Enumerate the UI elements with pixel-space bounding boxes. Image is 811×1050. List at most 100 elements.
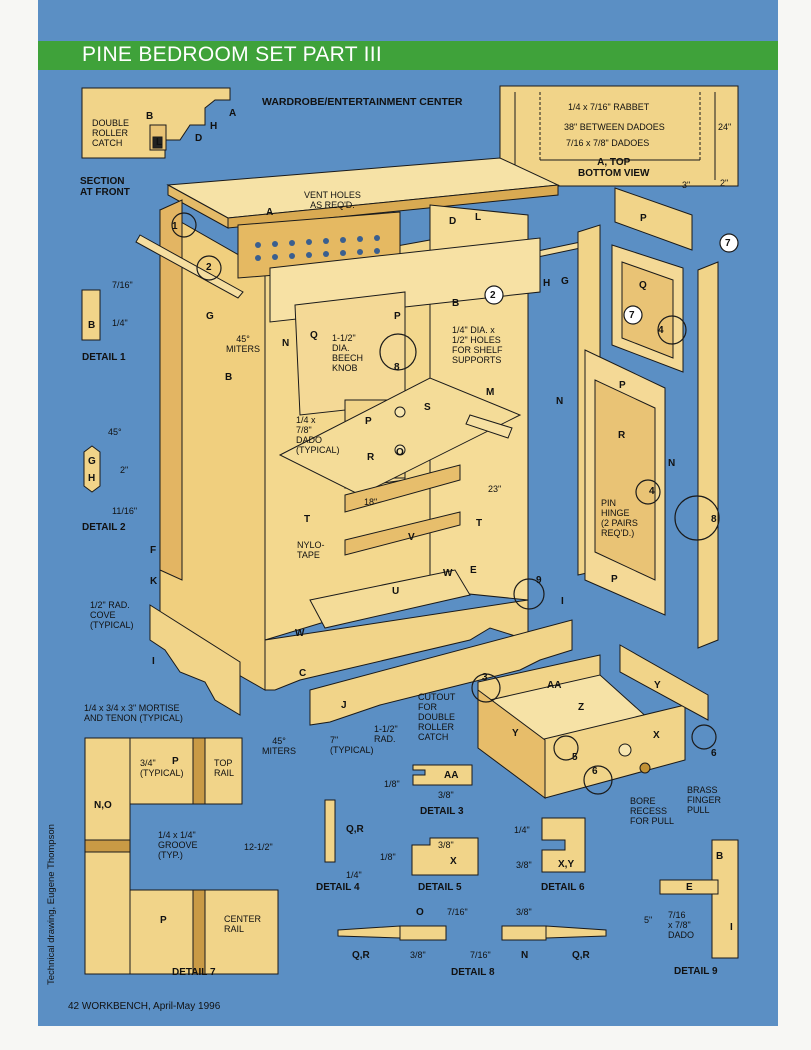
circle-7b: 7 <box>725 238 731 249</box>
detail-6-drawing <box>541 817 586 873</box>
part-c-bottom-rail <box>264 599 529 691</box>
part-s-shelf <box>278 377 522 496</box>
part-t-letter-right: T <box>476 518 483 529</box>
nylo-tape-label: NYLO-TAPE <box>297 540 325 560</box>
detail-6-dim-a: 1/4" <box>514 825 530 835</box>
circle-1: 1 <box>172 221 178 232</box>
part-b-letter-left: B <box>225 372 233 383</box>
cove-label: 1/2" RAD.COVE(TYPICAL) <box>90 600 134 630</box>
circle-6a: 6 <box>711 748 717 759</box>
part-j-base <box>309 619 573 726</box>
part-v-shelf <box>344 464 461 513</box>
part-z-letter: Z <box>578 702 585 713</box>
rabbet-label: 1/4 x 7/16" RABBET <box>568 102 650 112</box>
detail-8-d: 7/16" <box>470 950 491 960</box>
detail-8-n: N <box>521 950 529 961</box>
drawer-y-side <box>477 689 546 799</box>
miters-label: 45°MITERS <box>226 334 261 354</box>
part-g-rail <box>135 234 244 299</box>
dim-23-label: 23" <box>488 484 502 494</box>
detail-2-g: G <box>88 456 96 467</box>
part-p-letter-inner: P <box>365 416 372 427</box>
part-r-letter: R <box>367 452 375 463</box>
drawer-y-side-right <box>619 644 709 721</box>
part-h-letter: H <box>543 278 551 289</box>
part-j-letter: J <box>341 700 347 711</box>
detail-2-angle: 45° <box>108 427 122 437</box>
dim-2-label: 2" <box>720 178 729 188</box>
article-title: PINE BEDROOM SET PART III <box>82 43 383 66</box>
part-e-letter: E <box>470 565 477 576</box>
detail-9-drawing <box>659 839 739 959</box>
detail-9-b: B <box>716 851 724 862</box>
detail-8-o: O <box>416 907 424 918</box>
part-i-letter-right: I <box>561 596 564 607</box>
circle-number-badges <box>484 233 739 325</box>
dim-7-label: 7"(TYPICAL) <box>330 735 374 755</box>
part-f-letter: F <box>150 545 157 556</box>
part-k-letter: K <box>150 576 158 587</box>
detail-2-drawing <box>83 445 101 493</box>
detail-9-title: DETAIL 9 <box>674 966 718 977</box>
circle-4b: 4 <box>649 486 655 497</box>
detail-2-title: DETAIL 2 <box>82 522 126 533</box>
part-q-letter: Q <box>310 330 318 341</box>
part-g-letter: G <box>206 311 214 322</box>
between-dadoes-label: 38" BETWEEN DADOES <box>564 122 665 132</box>
part-m-letter: M <box>486 387 495 398</box>
detail-7-title: DETAIL 7 <box>172 967 216 978</box>
part-a-letter-section: A <box>229 108 237 119</box>
vent-holes <box>255 235 380 261</box>
circle-2a: 2 <box>206 262 212 273</box>
part-i-letter: I <box>152 656 155 667</box>
part-r-letter-door: R <box>618 430 626 441</box>
article-header-bar: PINE BEDROOM SET PART III <box>38 41 778 70</box>
part-d-letter: D <box>449 216 457 227</box>
part-y-letter-right: Y <box>654 680 661 691</box>
detail-5-title: DETAIL 5 <box>418 882 462 893</box>
detail-3-part: AA <box>444 770 459 781</box>
detail-4-dim: 1/4" <box>346 870 362 880</box>
section-at-front-drawing <box>81 87 231 159</box>
part-g-letter-right: G <box>561 276 569 287</box>
dim-24-label: 24" <box>718 122 732 132</box>
part-p-letter-door-top: P <box>640 213 647 224</box>
detail-8-title: DETAIL 8 <box>451 967 495 978</box>
top-bottom-view-drawing <box>499 85 739 187</box>
rad-label: 1-1/2"RAD. <box>374 724 398 744</box>
detail-3-drawing <box>412 764 473 786</box>
detail-7-three-quarter: 3/4"(TYPICAL) <box>140 758 184 778</box>
detail-6-dim-b: 3/8" <box>516 860 532 870</box>
detail-6-part: X,Y <box>558 859 575 870</box>
detail-4-title: DETAIL 4 <box>316 882 360 893</box>
detail-3-dim-a: 1/8" <box>384 779 400 789</box>
part-b-letter: B <box>146 111 154 122</box>
part-t-letter: T <box>304 514 311 525</box>
detail-7-dim-12: 12-1/2" <box>244 842 273 852</box>
detail-1-title: DETAIL 1 <box>82 352 126 363</box>
detail-1-dim-a: 7/16" <box>112 280 133 290</box>
detail-5-dim-a: 1/8" <box>380 852 396 862</box>
part-p-letter: P <box>394 311 401 322</box>
part-i-base <box>149 604 241 716</box>
detail-8-qr1: Q,R <box>352 950 370 961</box>
detail-5-dim-b: 3/8" <box>438 840 454 850</box>
part-o-letter: O <box>396 447 404 458</box>
detail-6-title: DETAIL 6 <box>541 882 585 893</box>
detail-9-e: E <box>686 882 693 893</box>
detail-9-i: I <box>730 922 733 933</box>
part-p-letter-door-bottom: P <box>611 574 618 585</box>
detail-7-p2: P <box>160 915 167 926</box>
part-y-letter: Y <box>512 728 519 739</box>
part-h-letter-section: H <box>210 121 218 132</box>
